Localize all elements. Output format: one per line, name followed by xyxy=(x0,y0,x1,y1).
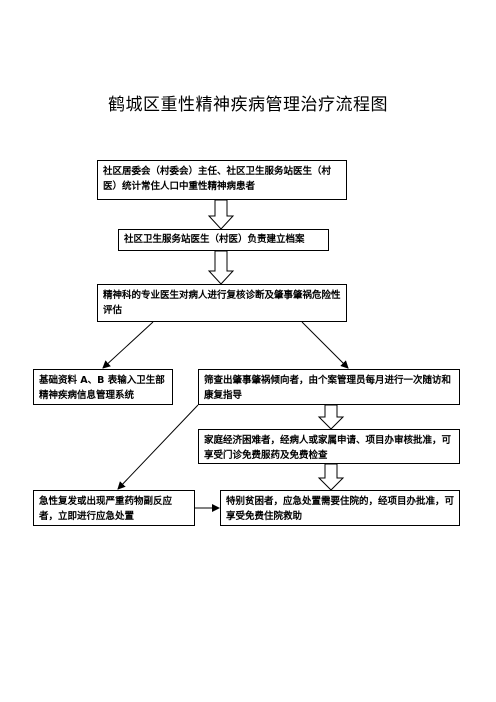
arrow-5-7 xyxy=(117,404,199,490)
node-text: 精神科的专业医生对病人进行复核诊断及肇事肇祸危险性评估 xyxy=(103,290,341,316)
arrow-3-5 xyxy=(301,321,349,369)
block-arrow-5-6 xyxy=(317,404,345,430)
node-diagnosis-assessment: 精神科的专业医生对病人进行复核诊断及肇事肇祸危险性评估 xyxy=(97,284,347,322)
node-text: 急性复发或出现严重药物副反应者，立即进行应急处置 xyxy=(39,496,173,522)
node-followup: 筛查出肇事肇祸倾向者，由个案管理员每月进行一次随访和康复指导 xyxy=(198,369,460,405)
node-text: 社区卫生服务站医生（村医）负责建立档案 xyxy=(124,234,305,245)
node-text: 基础资料 A、B 表输入卫生部精神疾病信息管理系统 xyxy=(39,375,165,401)
block-arrow-6-8 xyxy=(317,463,345,491)
node-text: 特别贫困者，应急处置需要住院的，经项目办批准，可享受免费住院救助 xyxy=(226,496,455,522)
node-text: 筛查出肇事肇祸倾向者，由个案管理员每月进行一次随访和康复指导 xyxy=(204,375,452,401)
block-arrow-2-3 xyxy=(207,250,235,285)
node-text: 家庭经济困难者，经病人或家属申请、项目办审核批准，可享受门诊免费服药及免费检查 xyxy=(204,435,452,461)
block-arrow-1-2 xyxy=(207,199,235,230)
arrow-3-4 xyxy=(102,321,154,369)
node-data-entry: 基础资料 A、B 表输入卫生部精神疾病信息管理系统 xyxy=(33,369,173,405)
node-text: 社区居委会（村委会）主任、社区卫生服务站医生（村医）统计常住人口中重性精神病患者 xyxy=(103,166,332,192)
node-emergency: 急性复发或出现严重药物副反应者，立即进行应急处置 xyxy=(33,490,195,526)
diagram-title: 鹤城区重性精神疾病管理治疗流程图 xyxy=(108,95,388,115)
node-hospital-aid: 特别贫困者，应急处置需要住院的，经项目办批准，可享受免费住院救助 xyxy=(220,490,460,526)
